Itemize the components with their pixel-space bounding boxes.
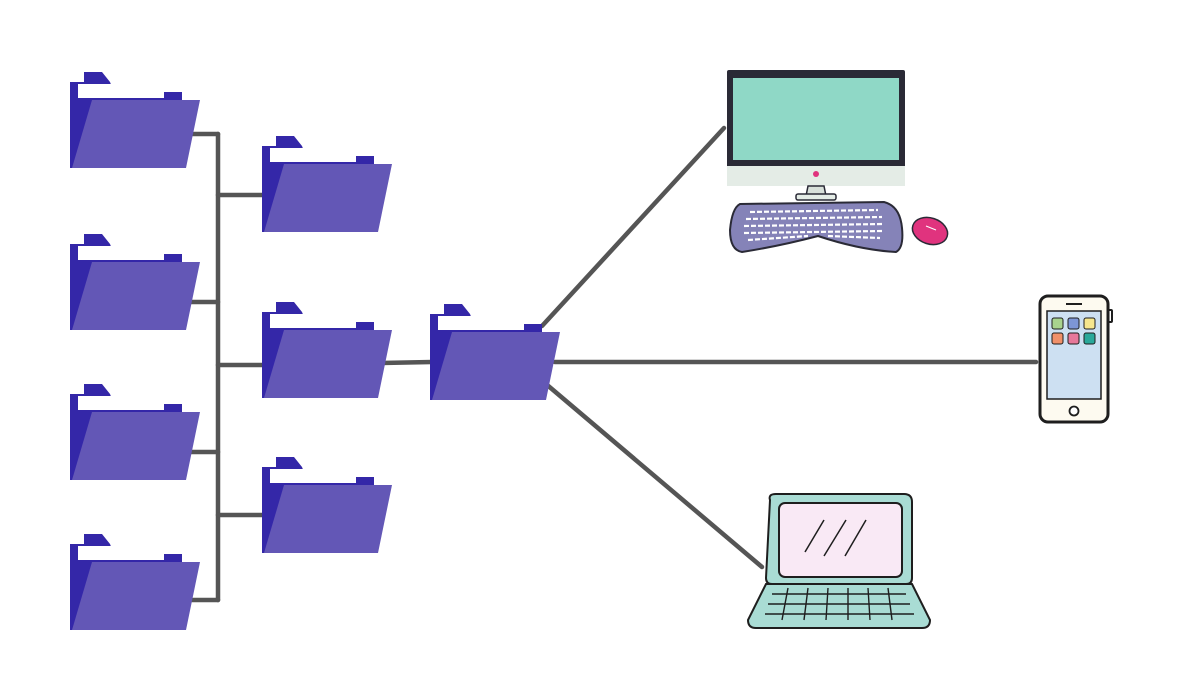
- folder-icon[interactable]: [70, 72, 200, 168]
- app-icon[interactable]: [1051, 317, 1064, 330]
- laptop-base: [746, 583, 932, 629]
- folder-icon[interactable]: [70, 534, 200, 630]
- laptop-icon[interactable]: [746, 493, 932, 629]
- app-icon[interactable]: [1083, 317, 1096, 330]
- folder-icon[interactable]: [262, 457, 392, 553]
- tree-connectors: [185, 125, 1039, 603]
- level1-folders: [70, 72, 200, 630]
- app-icon[interactable]: [1067, 317, 1080, 330]
- connector-hub-to-laptop: [543, 381, 765, 570]
- monitor-screen: [733, 78, 899, 160]
- keyboard: [728, 200, 904, 254]
- level2-folders: [262, 136, 392, 553]
- phone-home-button: [1068, 405, 1080, 417]
- app-icon[interactable]: [1051, 332, 1064, 345]
- connector-to-hub: [377, 359, 435, 366]
- smartphone-icon[interactable]: [1038, 294, 1113, 424]
- monitor-dot: [813, 171, 819, 177]
- laptop-keyboard: [765, 587, 914, 621]
- hub-folder-icon[interactable]: [430, 304, 560, 400]
- screen-glare: [804, 519, 867, 557]
- folder-icon[interactable]: [262, 136, 392, 232]
- monitor-base: [795, 193, 837, 201]
- keyboard-keys: [743, 208, 885, 242]
- folder-icon[interactable]: [70, 384, 200, 480]
- app-icon[interactable]: [1067, 332, 1080, 345]
- connector-hub-to-desktop: [539, 125, 727, 329]
- app-icon[interactable]: [1083, 332, 1096, 345]
- mouse: [911, 216, 949, 246]
- desktop-computer-icon[interactable]: [727, 70, 951, 254]
- laptop-screen: [778, 502, 903, 578]
- phone-app-grid: [1051, 317, 1096, 345]
- folder-icon[interactable]: [262, 302, 392, 398]
- folder-icon[interactable]: [70, 234, 200, 330]
